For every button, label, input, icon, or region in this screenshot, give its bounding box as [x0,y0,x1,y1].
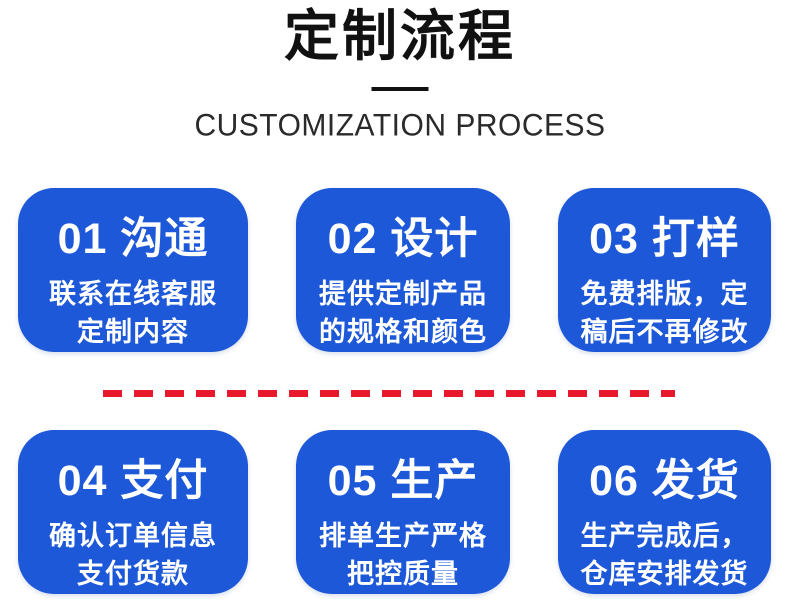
step-desc-line: 免费排版，定 [580,279,749,309]
step-desc-line: 确认订单信息 [49,521,217,551]
step-title: 打样 [651,215,740,263]
step-number: 05 [327,457,378,505]
step-title: 发货 [651,457,740,505]
step-desc-line: 提供定制产品 [319,279,487,309]
step-number: 03 [589,215,639,263]
step-desc-line: 定制内容 [77,317,189,347]
step-title: 沟通 [120,215,209,263]
step-desc-line: 的规格和颜色 [319,317,487,347]
step-number: 02 [327,215,378,263]
step-number: 04 [57,457,108,505]
step-desc-line: 仓库安排发货 [580,559,749,589]
page-title: 定制流程 [283,5,516,67]
step-title: 生产 [390,457,479,505]
step-desc-line: 生产完成后， [580,521,749,551]
page-subtitle: CUSTOMIZATION PROCESS [194,108,606,143]
step-desc-line: 联系在线客服 [49,279,217,309]
step-desc-line: 稿后不再修改 [580,317,749,347]
step-number: 01 [57,215,108,263]
title-divider-line [371,87,429,91]
red-dashed-divider [103,390,675,397]
step-desc-line: 排单生产严格 [319,521,487,551]
step-title: 支付 [120,457,209,505]
step-desc-line: 把控质量 [347,559,459,589]
step-number: 06 [589,457,639,505]
step-desc-line: 支付货款 [77,559,189,589]
step-title: 设计 [390,215,479,263]
